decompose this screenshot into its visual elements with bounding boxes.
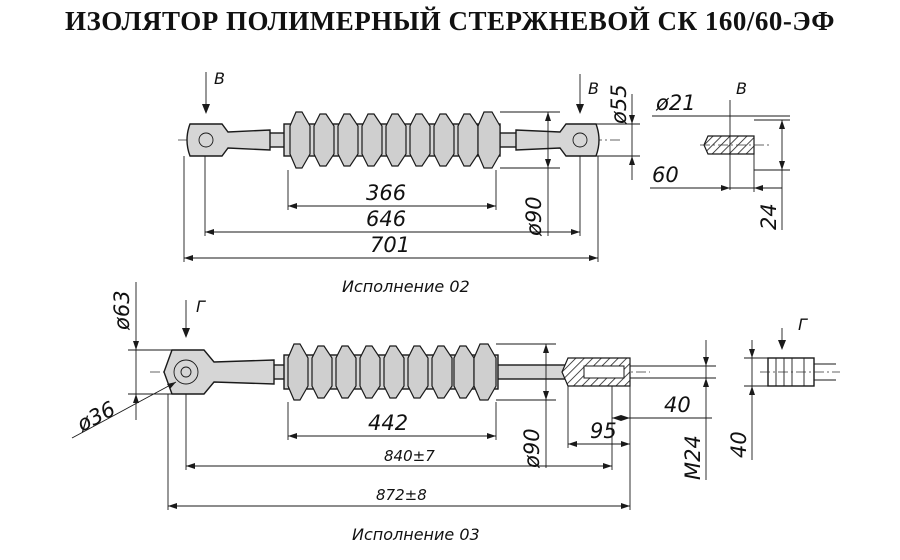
page-title: ИЗОЛЯТОР ПОЛИМЕРНЫЙ СТЕРЖНЕВОЙ СК 160/60…: [65, 6, 835, 36]
section-label-g: Г: [196, 297, 206, 316]
section-g-detail: Г 40: [727, 315, 840, 460]
dim-diam-36: ø36: [72, 397, 119, 437]
dim-diam-90: ø90: [522, 196, 546, 237]
dim-60: 60: [652, 163, 679, 187]
insulator-view-02: В В 366 646 701 ø90: [178, 69, 790, 296]
dim-840: 840±7: [384, 447, 435, 465]
insulator-view-03: Г ø63 ø36 442 840±7 872±8: [71, 282, 840, 544]
section-label-g-detail: Г: [798, 315, 808, 334]
dim-diam-21: ø21: [655, 91, 696, 115]
eye-hole: [173, 359, 199, 385]
dim-thread-m24: M24: [681, 435, 705, 480]
dim-24: 24: [757, 203, 781, 230]
end-fitting-right: [515, 123, 600, 157]
dim-40-horizontal: 40: [664, 393, 691, 417]
fitting-hole-right: [572, 132, 588, 148]
fitting-hole-left: [198, 132, 214, 148]
sheds: [283, 343, 499, 401]
dim-442: 442: [368, 411, 408, 435]
dim-diam-55: ø55: [607, 84, 631, 125]
section-label-b-detail: В: [736, 79, 747, 98]
eye-fitting: [163, 349, 275, 395]
section-label-b-left: В: [214, 69, 225, 88]
end-fitting-left: [186, 123, 271, 157]
sheds: [283, 111, 501, 169]
dim-872: 872±8: [376, 486, 427, 504]
dim-diam-63: ø63: [110, 290, 134, 331]
caption-view-03: Исполнение 03: [352, 525, 480, 544]
dim-95: 95: [590, 419, 617, 443]
dim-diam-90-03: ø90: [520, 428, 544, 469]
dim-701: 701: [370, 233, 410, 257]
section-marker-g: Г: [182, 297, 206, 338]
dim-366: 366: [366, 181, 406, 205]
dim-40-vertical: 40: [727, 431, 751, 458]
section-marker-left: В: [202, 69, 225, 114]
section-label-b-right: В: [588, 79, 599, 98]
dim-646: 646: [366, 207, 406, 231]
caption-view-02: Исполнение 02: [342, 277, 470, 296]
section-b-detail: ø21 В 24 60: [650, 79, 790, 230]
section-marker-right: В: [576, 74, 599, 114]
